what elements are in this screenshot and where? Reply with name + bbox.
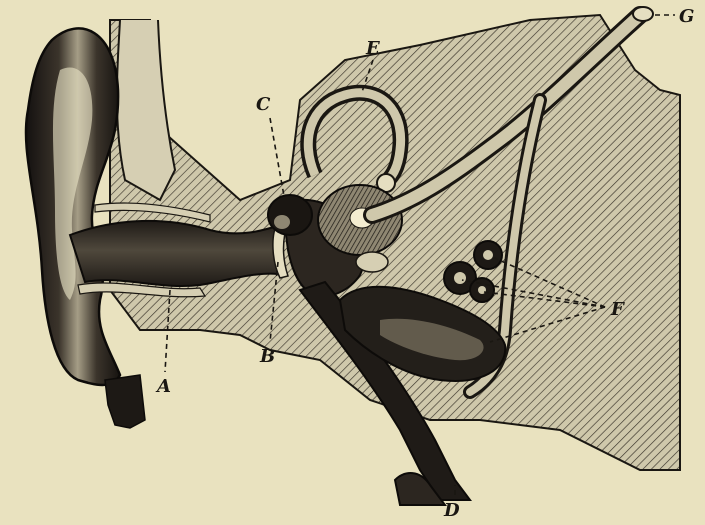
label-g: G (679, 6, 694, 27)
label-a: A (155, 376, 171, 397)
ossicle-bulb (268, 195, 312, 235)
vestibule-lower (356, 252, 388, 272)
label-e: E (365, 38, 380, 59)
nerve-end (633, 7, 653, 21)
cochlear-section-1-hole (483, 250, 493, 260)
cochlear-section-2-hole (454, 272, 466, 284)
ossicle-highlight (274, 215, 290, 229)
label-c: C (256, 94, 271, 115)
label-b: B (259, 346, 275, 367)
label-f: F (610, 299, 625, 320)
skin-outline (117, 20, 175, 200)
label-d: D (443, 500, 460, 521)
ear-lobe (105, 375, 145, 428)
